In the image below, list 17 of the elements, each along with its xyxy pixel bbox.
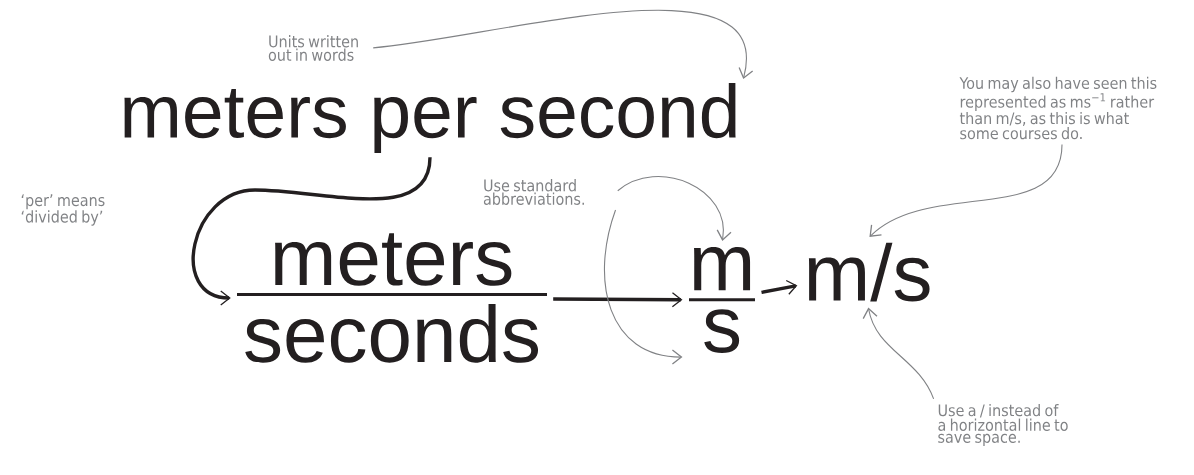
leader-line: [869, 144, 1063, 237]
annotation-note: You may also have seen this represented as ms$^{−1}$ rather than m/s, as this is what some courses do.: [959, 76, 1157, 140]
arrow: [191, 156, 432, 306]
arrow: [553, 292, 683, 308]
annotation-note: Use standard abbreviations.: [483, 179, 584, 205]
leader-line: [604, 209, 683, 365]
annotation-note: ‘per’ means ‘divided by’: [21, 194, 105, 226]
annotation-note: Units written out in words: [268, 35, 358, 61]
annotation-note: Use a / instead of a horizontal line to save space.: [938, 403, 1068, 447]
fraction: meters seconds: [237, 233, 547, 363]
fraction: m s: [689, 247, 755, 353]
unit-symbol: m/s: [808, 242, 930, 302]
leader-line: [372, 9, 754, 79]
unit-phrase: meters per second: [124, 83, 736, 153]
leader-line: [862, 307, 935, 400]
arrow: [761, 279, 798, 295]
leader-line: [617, 176, 732, 241]
